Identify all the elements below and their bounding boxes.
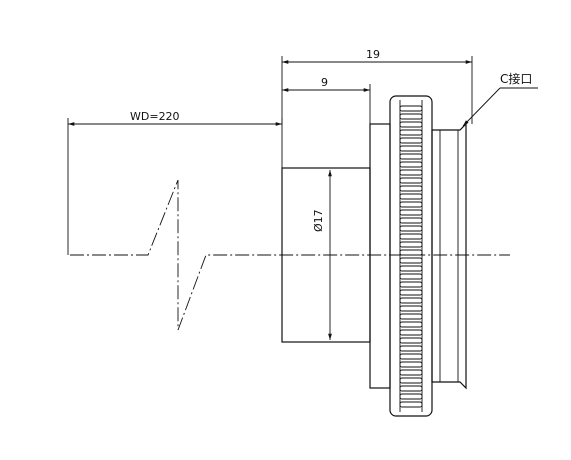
knurl-rib xyxy=(399,297,423,304)
knurl-rib xyxy=(399,385,423,392)
knurl-rib xyxy=(399,105,423,112)
knurl-rib xyxy=(399,113,423,120)
knurl-rib xyxy=(399,289,423,296)
optical-axis xyxy=(70,179,510,331)
working-distance-dimension: WD=220 xyxy=(67,110,283,255)
knurl-rib xyxy=(399,201,423,208)
knurl-rib xyxy=(399,185,423,192)
barrel-length-label: 9 xyxy=(321,76,328,89)
knurl-rib xyxy=(399,369,423,376)
knurl-rib xyxy=(399,281,423,288)
knurl-rib xyxy=(399,337,423,344)
knurl-rib xyxy=(399,329,423,336)
knurl-rib xyxy=(399,137,423,144)
knurl-rib xyxy=(399,249,423,256)
knurl-rib xyxy=(399,161,423,168)
c-mount xyxy=(431,122,467,390)
knurl-rib xyxy=(399,233,423,240)
knurl-rib xyxy=(399,345,423,352)
wd-label: WD=220 xyxy=(130,110,180,123)
knurl-rib xyxy=(399,401,423,408)
knurl-rib xyxy=(399,265,423,272)
diameter-dimension: Ø17 xyxy=(312,170,332,340)
overall-length-label: 19 xyxy=(366,48,380,61)
knurl-rib xyxy=(399,169,423,176)
knurl-lines xyxy=(399,105,423,408)
barrel-length-dimension: 9 xyxy=(281,76,371,124)
knurl-rib xyxy=(399,305,423,312)
overall-length-dimension: 19 xyxy=(281,48,473,124)
diameter-label: Ø17 xyxy=(312,209,325,232)
knurl-rib xyxy=(399,377,423,384)
knurl-rib xyxy=(399,393,423,400)
rear-step xyxy=(369,123,391,389)
knurl-rib xyxy=(399,217,423,224)
knurl-rib xyxy=(399,241,423,248)
focus-ring xyxy=(389,95,433,417)
knurl-rib xyxy=(399,225,423,232)
knurl-rib xyxy=(399,361,423,368)
mount-callout: C接口 xyxy=(462,71,538,127)
knurl-rib xyxy=(399,193,423,200)
knurl-rib xyxy=(399,257,423,264)
knurl-rib xyxy=(399,321,423,328)
mount-label: C接口 xyxy=(500,71,532,86)
knurl-rib xyxy=(399,153,423,160)
knurl-rib xyxy=(399,121,423,128)
knurl-rib xyxy=(399,209,423,216)
knurl-rib xyxy=(399,145,423,152)
knurl-rib xyxy=(399,129,423,136)
knurl-rib xyxy=(399,177,423,184)
knurl-rib xyxy=(399,313,423,320)
knurl-rib xyxy=(399,353,423,360)
knurl-rib xyxy=(399,273,423,280)
